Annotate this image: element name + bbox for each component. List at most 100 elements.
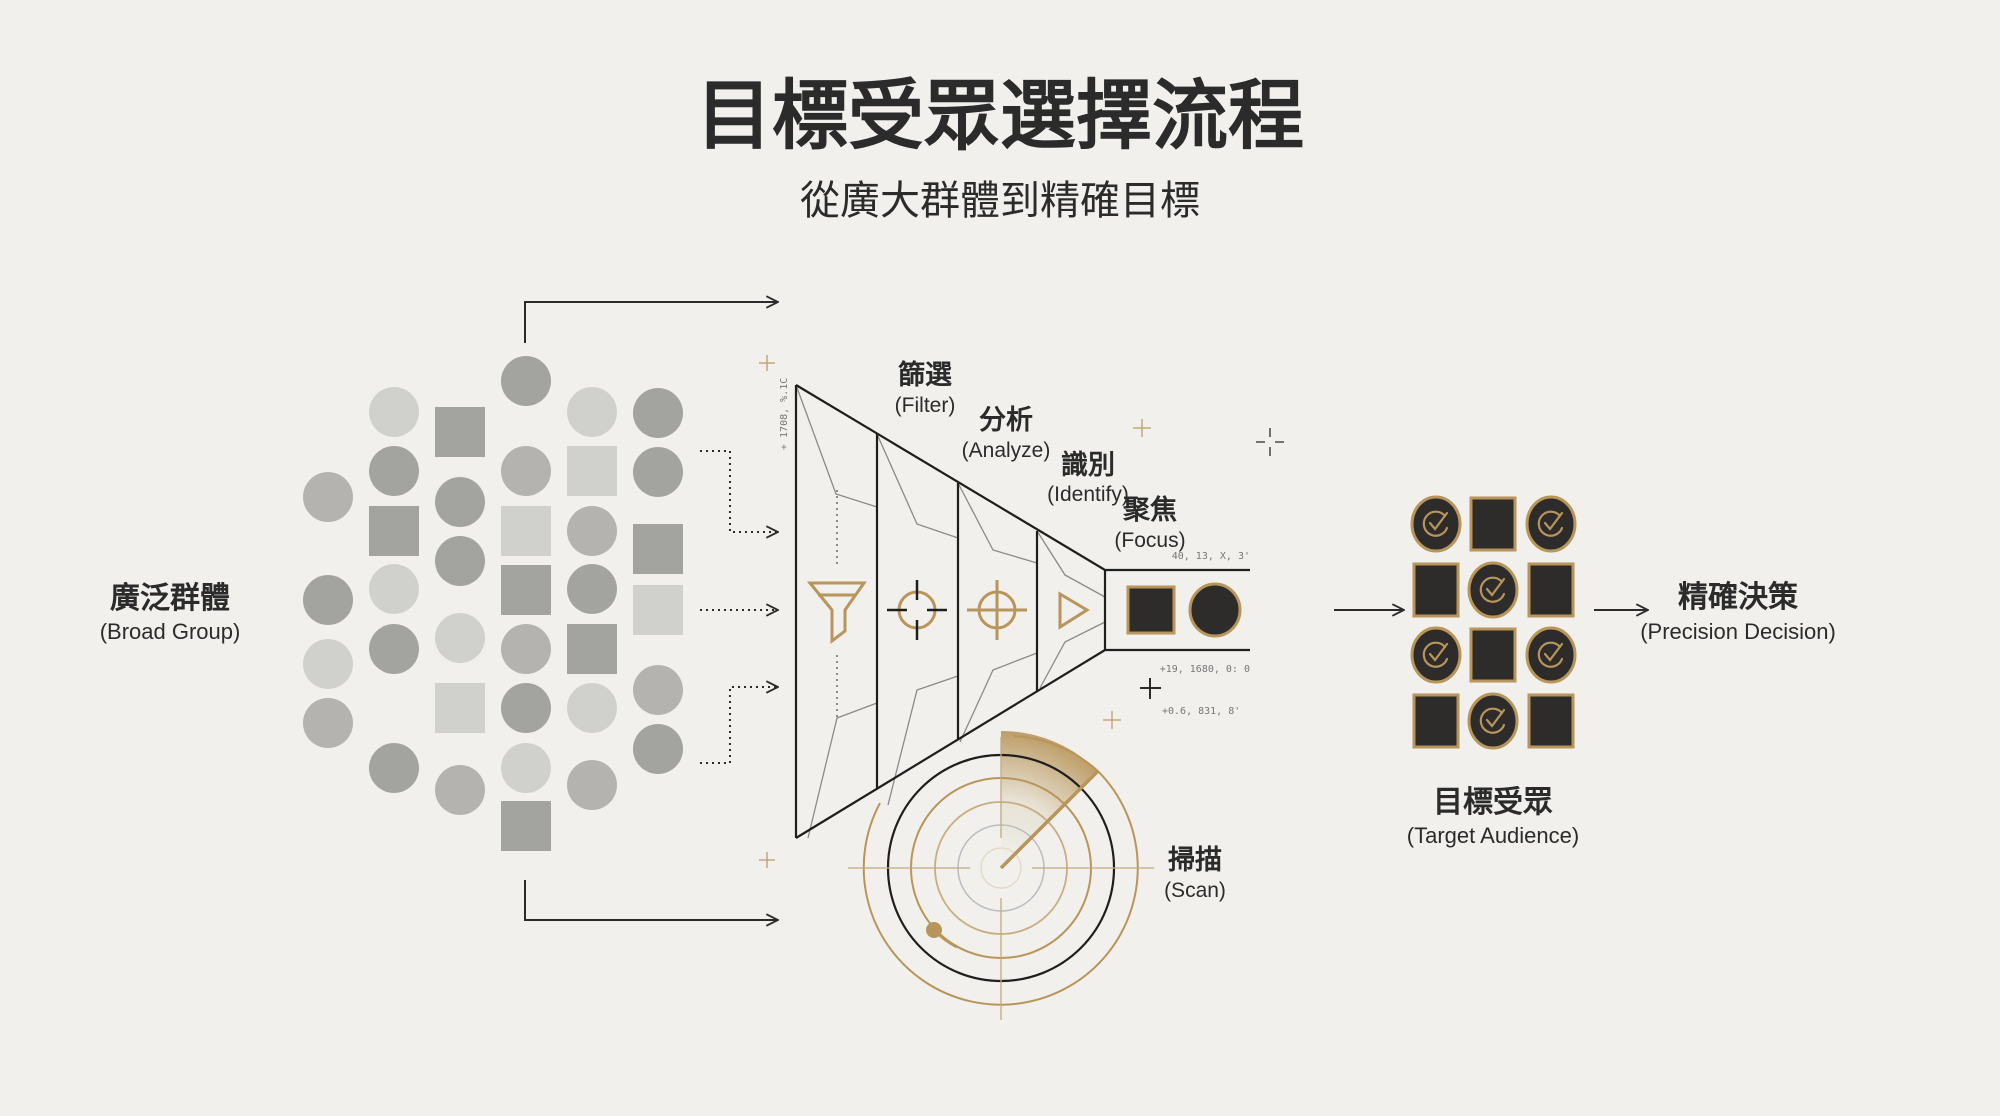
bottom-bracket-arrow — [524, 880, 778, 920]
audience-square — [1527, 562, 1575, 618]
stage-analyze-label: 分析 — [979, 405, 1033, 436]
broad-group-label: 廣泛群體 — [110, 581, 230, 616]
vertical-readout: + 1708, %.1C — [779, 378, 790, 450]
target-audience-sublabel: (Target Audience) — [1407, 823, 1579, 848]
crowd-circle — [633, 447, 683, 497]
crowd-circle — [501, 624, 551, 674]
audience-square — [1469, 627, 1517, 683]
crowd-circle — [633, 388, 683, 438]
check-circle-icon — [1479, 707, 1506, 734]
audience-selected-circle — [1410, 626, 1462, 684]
stage-filter-sublabel: (Filter) — [895, 394, 956, 417]
dashed-plus-icon — [1256, 428, 1284, 456]
broad-group-shapes — [303, 356, 683, 851]
target-icon — [967, 580, 1027, 640]
precision-decision-sublabel: (Precision Decision) — [1640, 619, 1836, 644]
crowd-circle — [303, 698, 353, 748]
crowd-circle — [369, 624, 419, 674]
dotted-arrow-bottom — [700, 687, 778, 764]
crowd-circle — [567, 683, 617, 733]
audience-square — [1412, 693, 1460, 749]
funnel — [794, 384, 1250, 839]
crowd-square — [567, 446, 617, 496]
page-title: 目標受眾選擇流程 — [696, 71, 1304, 160]
stage-identify-label: 識別 — [1061, 450, 1115, 481]
crowd-square — [435, 683, 485, 733]
crowd-circle — [369, 446, 419, 496]
crowd-circle — [633, 665, 683, 715]
crowd-square — [567, 624, 617, 674]
check-circle-icon — [1422, 641, 1449, 668]
plus-icon — [1133, 419, 1151, 437]
crowd-circle — [501, 446, 551, 496]
top-bracket-arrow — [524, 302, 778, 343]
crowd-circle — [633, 724, 683, 774]
readout-bottom-right: +19, 1680, 0: 0 — [1160, 664, 1250, 675]
audience-selected-circle — [1525, 495, 1577, 553]
crowd-circle — [435, 613, 485, 663]
crowd-square — [633, 585, 683, 635]
funnel-icon — [806, 581, 867, 645]
readout-lower: +0.6, 831, 8' — [1162, 706, 1240, 717]
audience-selected-circle — [1525, 626, 1577, 684]
focus-square — [1126, 585, 1176, 635]
crowd-square — [369, 506, 419, 556]
check-circle-icon — [1537, 641, 1564, 668]
stage-focus-sublabel: (Focus) — [1114, 529, 1185, 552]
crowd-square — [501, 565, 551, 615]
crowd-circle — [501, 356, 551, 406]
plus-marks — [759, 355, 1151, 868]
crowd-circle — [567, 506, 617, 556]
stage-filter-label: 篩選 — [898, 359, 952, 391]
crowd-circle — [567, 760, 617, 810]
crowd-square — [435, 407, 485, 457]
target-audience-grid — [1410, 495, 1577, 750]
stage-analyze-sublabel: (Analyze) — [962, 439, 1051, 462]
radar-scan-icon — [848, 731, 1154, 1020]
funnel-inner-lines — [795, 384, 1106, 839]
audience-selected-circle — [1467, 692, 1519, 750]
crowd-circle — [303, 472, 353, 522]
focus-circle — [1188, 582, 1242, 638]
audience-selected-circle — [1467, 561, 1519, 619]
plus-icon — [759, 355, 775, 371]
dotted-arrow-top — [700, 450, 778, 532]
check-circle-icon — [1422, 510, 1449, 537]
crowd-square — [501, 506, 551, 556]
scan-sublabel: (Scan) — [1164, 879, 1226, 902]
crowd-circle — [303, 575, 353, 625]
crowd-circle — [435, 765, 485, 815]
crowd-circle — [567, 564, 617, 614]
crowd-circle — [567, 387, 617, 437]
broad-group-sublabel: (Broad Group) — [100, 619, 241, 644]
scan-label: 掃描 — [1168, 845, 1222, 876]
crowd-circle — [369, 564, 419, 614]
plus-icon — [759, 852, 775, 868]
crowd-circle — [435, 536, 485, 586]
stage-identify-sublabel: (Identify) — [1047, 483, 1129, 506]
page-subtitle: 從廣大群體到精確目標 — [800, 178, 1200, 224]
target-audience-label: 目標受眾 — [1433, 785, 1553, 820]
crosshair-icon — [887, 580, 947, 640]
precision-decision-label: 精確決策 — [1678, 580, 1798, 615]
crowd-circle — [369, 387, 419, 437]
crowd-circle — [501, 683, 551, 733]
audience-square — [1527, 693, 1575, 749]
crowd-circle — [303, 639, 353, 689]
check-circle-icon — [1479, 576, 1506, 603]
plus-icon — [1103, 711, 1121, 729]
crowd-square — [633, 524, 683, 574]
plus-icon — [1140, 678, 1161, 699]
stage-focus-label: 聚焦 — [1122, 494, 1177, 526]
crowd-circle — [501, 743, 551, 793]
audience-square — [1469, 496, 1517, 552]
check-circle-icon — [1537, 510, 1564, 537]
audience-selected-circle — [1410, 495, 1462, 553]
crowd-circle — [369, 743, 419, 793]
play-triangle-icon — [1058, 591, 1090, 630]
audience-square — [1412, 562, 1460, 618]
crowd-square — [501, 801, 551, 851]
crowd-circle — [435, 477, 485, 527]
